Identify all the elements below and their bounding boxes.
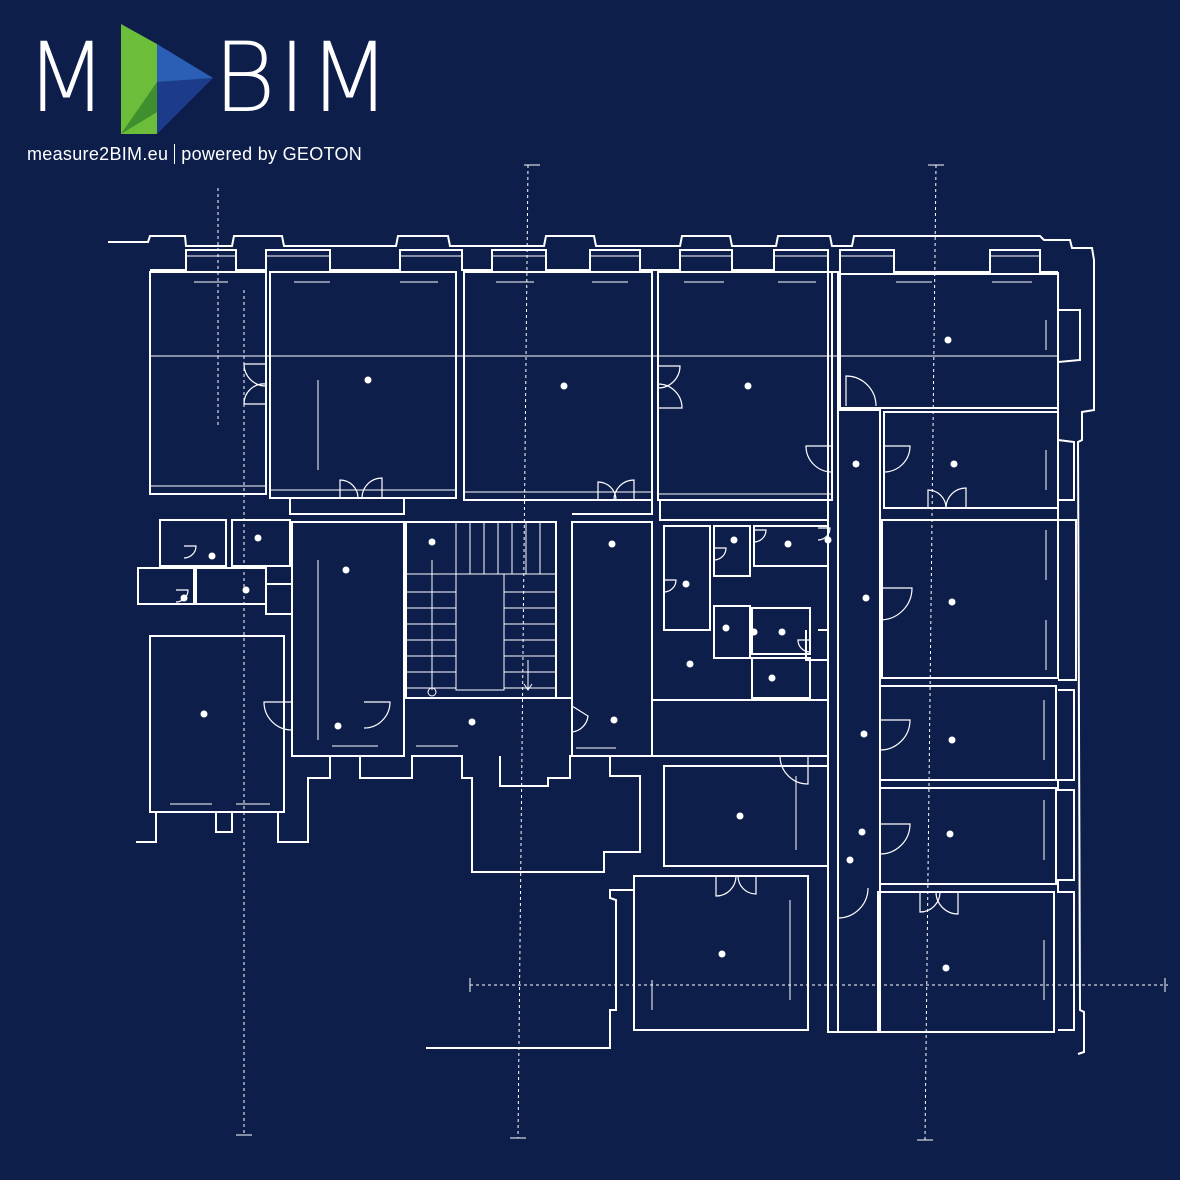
dimension-lines	[150, 281, 1058, 1010]
doors	[175, 363, 967, 919]
staircase	[406, 522, 556, 697]
play-triangle-icon	[121, 24, 213, 134]
tagline-powered: powered by GEOTON	[181, 144, 363, 164]
logo-tagline: measure2BIM.eu powered by GEOTON	[27, 144, 362, 165]
grid-axes	[217, 164, 1168, 1141]
outer-walls	[108, 235, 1095, 1055]
logo-letter-m: M	[25, 22, 110, 134]
logo-letters-bim: BIM	[213, 22, 393, 134]
measure2bim-logo: M BIM measure2BIM.eu powered by GEOTON	[25, 22, 395, 172]
rooms	[137, 271, 1059, 1033]
tagline-separator	[174, 144, 176, 164]
scan-markers	[180, 336, 958, 972]
tagline-site: measure2BIM.eu	[27, 144, 169, 164]
